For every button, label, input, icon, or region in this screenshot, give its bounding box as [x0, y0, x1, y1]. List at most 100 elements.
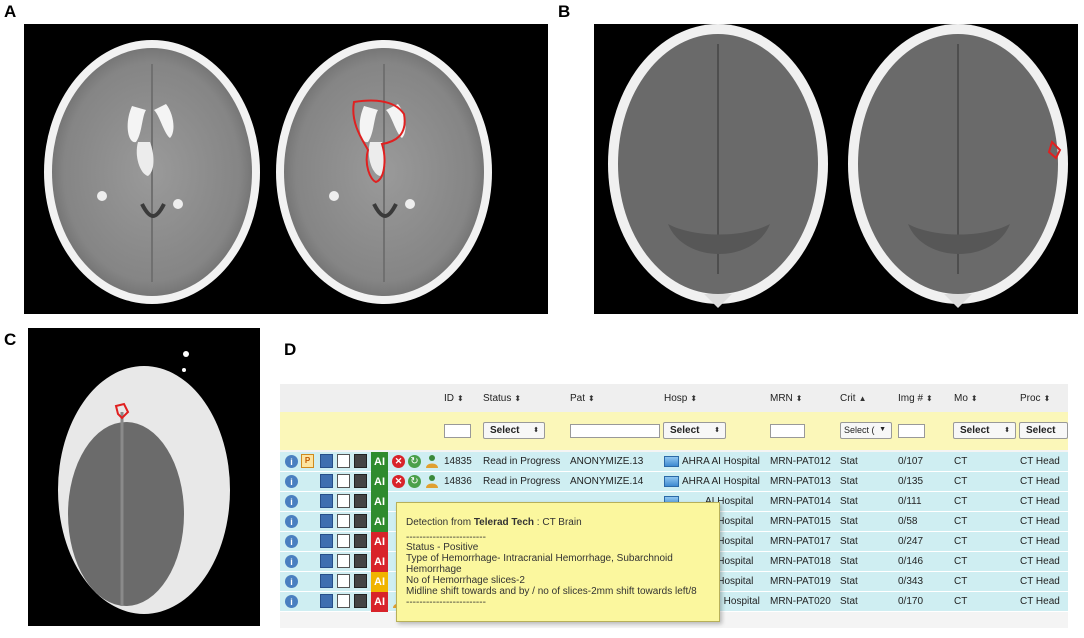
cell-hospital: AI Hospital [705, 496, 754, 507]
img-filter-input[interactable] [898, 424, 925, 438]
grid-view-icon[interactable] [337, 574, 350, 588]
cell-procedure: CT Head [1020, 476, 1060, 487]
mo-filter-select[interactable]: Select⬍ [953, 422, 1016, 439]
info-icon[interactable]: i [285, 575, 298, 588]
cell-mrn: MRN-PAT018 [770, 556, 831, 567]
ct-slice-left [608, 24, 828, 308]
pat-filter-input[interactable] [570, 424, 660, 438]
ct-slice-right-annotated [276, 40, 492, 304]
info-icon[interactable]: i [285, 595, 298, 608]
assign-user-icon[interactable] [425, 474, 439, 488]
download-icon[interactable] [320, 594, 333, 608]
cell-hospital: AHRA AI Hospital [682, 476, 760, 487]
cell-patient: ANONYMIZE.13 [570, 456, 644, 467]
ai-result-badge[interactable]: AI [371, 572, 388, 592]
info-icon[interactable]: i [285, 475, 298, 488]
film-viewer-icon[interactable] [354, 554, 367, 568]
film-viewer-icon[interactable] [354, 594, 367, 608]
ai-result-badge[interactable]: AI [371, 512, 388, 532]
download-icon[interactable] [320, 514, 333, 528]
ai-result-badge[interactable]: AI [371, 492, 388, 512]
status-filter-select[interactable]: Select⬍ [483, 422, 545, 439]
film-viewer-icon[interactable] [354, 474, 367, 488]
cell-status: Read in Progress [483, 476, 561, 487]
crit-filter-select[interactable]: Select (▼ [840, 422, 892, 439]
col-header-proc[interactable]: Proc⬍ [1020, 393, 1051, 404]
ct-scan-panel-c [28, 328, 260, 626]
cell-modality: CT [954, 456, 968, 467]
cell-hospital: AI Hospital [705, 576, 754, 587]
cell-mrn: MRN-PAT020 [770, 596, 831, 607]
hosp-filter-select[interactable]: Select⬍ [663, 422, 726, 439]
cell-hospital: AHRA AI Hospital [682, 456, 760, 467]
info-icon[interactable]: i [285, 515, 298, 528]
grid-view-icon[interactable] [337, 534, 350, 548]
cancel-icon[interactable]: ✕ [392, 455, 405, 468]
ct-scan-panel-a [24, 24, 548, 314]
col-header-pat[interactable]: Pat⬍ [570, 393, 595, 404]
grid-view-icon[interactable] [337, 554, 350, 568]
cell-hospital: AI Hospital [705, 556, 754, 567]
film-viewer-icon[interactable] [354, 494, 367, 508]
grid-view-icon[interactable] [337, 474, 350, 488]
download-icon[interactable] [320, 494, 333, 508]
sort-icon: ⬍ [970, 394, 978, 403]
download-icon[interactable] [320, 474, 333, 488]
cell-mrn: MRN-PAT019 [770, 576, 831, 587]
ai-result-badge[interactable]: AI [371, 472, 388, 492]
refresh-icon[interactable]: ↻ [408, 475, 421, 488]
grid-view-icon[interactable] [337, 494, 350, 508]
cell-crit: Stat [840, 596, 858, 607]
download-icon[interactable] [320, 574, 333, 588]
cell-img-count: 0/146 [898, 556, 924, 567]
film-viewer-icon[interactable] [354, 574, 367, 588]
grid-view-icon[interactable] [337, 514, 350, 528]
film-viewer-icon[interactable] [354, 534, 367, 548]
download-icon[interactable] [320, 534, 333, 548]
cell-mrn: MRN-PAT017 [770, 536, 831, 547]
info-icon[interactable]: i [285, 455, 298, 468]
cell-hospital: AHRA AI Hospital [682, 596, 760, 607]
cell-procedure: CT Head [1020, 516, 1060, 527]
col-header-mrn[interactable]: MRN⬍ [770, 393, 803, 404]
cell-img-count: 0/111 [898, 496, 922, 507]
col-header-crit[interactable]: Crit▲ [840, 393, 867, 404]
col-header-status[interactable]: Status⬍ [483, 393, 522, 404]
col-header-id[interactable]: ID⬍ [444, 393, 464, 404]
ai-result-badge[interactable]: AI [371, 532, 388, 552]
ai-result-badge[interactable]: AI [371, 552, 388, 572]
sort-icon: ⬍ [1043, 394, 1051, 403]
priority-flag-icon[interactable]: P [301, 454, 314, 468]
mrn-filter-input[interactable] [770, 424, 805, 438]
film-viewer-icon[interactable] [354, 454, 367, 468]
tooltip-status: Status - Positive [406, 542, 479, 553]
col-header-hosp[interactable]: Hosp⬍ [664, 393, 698, 404]
assign-user-icon[interactable] [425, 454, 439, 468]
ai-result-badge[interactable]: AI [371, 592, 388, 612]
grid-view-icon[interactable] [337, 454, 350, 468]
col-header-mo[interactable]: Mo⬍ [954, 393, 978, 404]
cancel-icon[interactable]: ✕ [392, 475, 405, 488]
info-icon[interactable]: i [285, 535, 298, 548]
cell-id: 14835 [444, 456, 472, 467]
cell-modality: CT [954, 516, 968, 527]
panel-label-b: B [558, 2, 571, 21]
tooltip-hemorrhage-type: Type of Hemorrhage- Intracranial Hemorrh… [406, 553, 673, 564]
cell-procedure: CT Head [1020, 536, 1060, 547]
download-icon[interactable] [320, 554, 333, 568]
info-icon[interactable]: i [285, 555, 298, 568]
info-icon[interactable]: i [285, 495, 298, 508]
ai-result-badge[interactable]: AI [371, 452, 388, 472]
grid-view-icon[interactable] [337, 594, 350, 608]
film-viewer-icon[interactable] [354, 514, 367, 528]
panel-label-a: A [4, 2, 17, 21]
cell-modality: CT [954, 536, 968, 547]
col-header-img[interactable]: Img #⬍ [898, 393, 933, 404]
proc-filter-select[interactable]: Select [1019, 422, 1068, 439]
filter-row: Select⬍ Select⬍ Select (▼ Select⬍ Select [280, 412, 1068, 450]
refresh-icon[interactable]: ↻ [408, 455, 421, 468]
id-filter-input[interactable] [444, 424, 471, 438]
download-icon[interactable] [320, 454, 333, 468]
